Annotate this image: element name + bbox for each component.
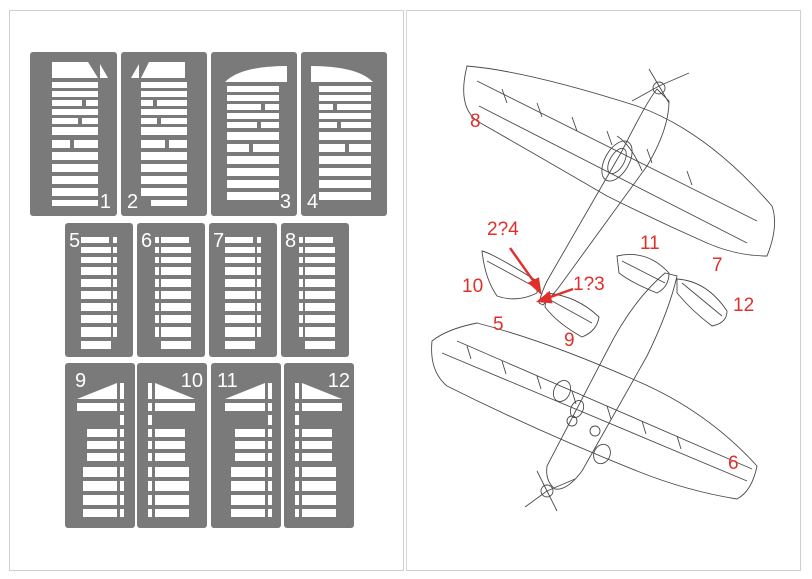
mask-cutout-10 [148,383,195,517]
mask-panel-10: 10 [137,363,207,528]
mask-panel-6: 6 [137,223,205,357]
callout-8: 8 [470,111,481,132]
mask-panel-5: 5 [65,223,133,357]
mask-label-6: 6 [141,230,153,252]
callout-10: 10 [462,276,484,297]
mask-label-8: 8 [285,230,297,252]
callout-arrows [509,247,574,304]
mask-cutout-9 [77,383,124,517]
mask-label-4: 4 [307,191,319,213]
callout-12: 12 [733,295,755,316]
mask-label-12: 12 [327,370,350,392]
mask-cutout-7 [225,237,261,349]
mask-cutout-12 [295,383,342,517]
mask-label-10: 10 [180,370,203,392]
callout-11: 11 [640,233,660,254]
mask-cutout-2 [131,62,187,206]
mask-label-7: 7 [213,230,225,252]
placement-diagram: 8 2?4 1?3 11 7 10 12 5 9 6 [406,10,801,571]
mask-cutout-11 [225,383,272,517]
lower-aircraft-bottom-view [431,253,758,512]
mask-panel-9: 9 [65,363,135,528]
callout-7: 7 [712,255,723,276]
mask-label-5: 5 [69,230,81,252]
mask-cutout-5 [81,237,117,349]
mask-panel-1: 1 [30,52,117,216]
mask-panel-4: 4 [301,52,387,216]
mask-label-9: 9 [75,370,87,392]
mask-sheet: 1 2 3 [9,10,404,571]
callout-5: 5 [493,314,504,335]
mask-cutout-1 [52,62,108,206]
mask-panel-11: 11 [211,363,281,528]
mask-label-1: 1 [99,191,111,213]
upper-aircraft-top-view [463,65,776,338]
mask-panel-2: 2 [121,52,207,216]
mask-cutout-6 [155,237,191,349]
mask-label-11: 11 [217,370,238,392]
aircraft-line-drawing [431,65,776,512]
callout-2-4: 2?4 [487,219,519,240]
mask-label-2: 2 [127,191,139,213]
callout-9: 9 [564,330,575,351]
mask-panel-7: 7 [209,223,277,357]
mask-cutout-8 [299,237,335,349]
mask-cutout-3 [225,66,287,200]
mask-cutout-4 [311,66,373,200]
callout-1-3: 1?3 [573,274,605,295]
mask-panel-3: 3 [211,52,297,216]
mask-panel-8: 8 [281,223,349,357]
mask-label-3: 3 [279,191,291,213]
callout-6: 6 [728,453,739,474]
mask-panel-12: 12 [284,363,354,528]
